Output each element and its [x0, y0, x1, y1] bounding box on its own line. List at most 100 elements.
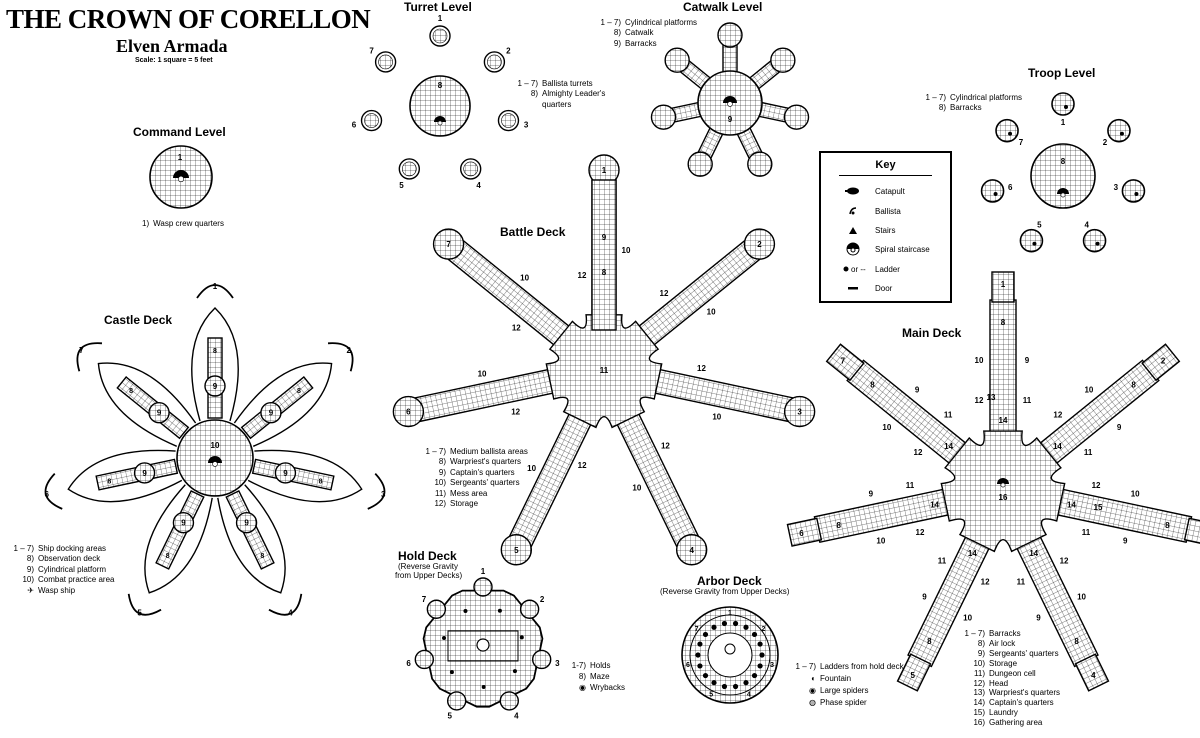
ladder-dot [1134, 191, 1139, 196]
room-number-14: 14 [930, 501, 939, 510]
ladder-dot [1119, 131, 1124, 136]
door-icon [848, 287, 858, 290]
room-number-12: 12 [1092, 481, 1101, 490]
room-number-1: 1 [438, 14, 443, 23]
cylindrical-platform-7 [148, 401, 170, 424]
large-spider-icon [732, 683, 739, 690]
room-number-11: 11 [944, 411, 953, 420]
room-number-10: 10 [527, 464, 536, 473]
room-number-7: 7 [422, 595, 427, 604]
room-number-8: 8 [438, 81, 443, 90]
ladder-dot [449, 670, 454, 675]
catwalk-level-map [650, 22, 810, 177]
key-ladder-alt: or -- [851, 265, 866, 274]
spiral-staircase-core [1000, 482, 1006, 488]
room-number-12: 12 [512, 323, 521, 332]
room-number-10: 10 [876, 537, 885, 546]
cylindrical-platform-1 [204, 375, 226, 397]
room-number-1: 1 [178, 153, 183, 162]
room-number-1: 1 [1001, 280, 1006, 289]
room-number-12: 12 [975, 396, 984, 405]
hold-deck-heading: Hold Deck [398, 549, 457, 563]
command-level-legend: 1)Wasp crew quarters [142, 219, 224, 228]
battle-deck-map [392, 154, 816, 566]
large-spider-icon [697, 641, 703, 647]
ladder-dot [497, 608, 502, 613]
room-number-1: 1 [481, 567, 486, 576]
catwalk-platform-1 [717, 22, 743, 48]
room-number-3: 3 [770, 662, 774, 669]
room-number-3: 3 [381, 490, 386, 499]
catwalk-platform-5 [687, 151, 713, 177]
room-number-15: 15 [1094, 503, 1103, 512]
large-spider-icon [743, 680, 749, 686]
room-number-4: 4 [476, 181, 481, 190]
catwalk-platform-3 [783, 104, 810, 130]
room-number-5: 5 [910, 671, 915, 680]
barracks-1 [991, 271, 1015, 303]
room-number-9: 9 [1025, 356, 1030, 365]
large-spider-icon [732, 620, 739, 627]
arbor-deck-subheading: (Reverse Gravity from Upper Decks) [660, 587, 790, 596]
room-number-11: 11 [938, 556, 947, 565]
room-number-8: 8 [1061, 157, 1066, 166]
room-number-2: 2 [506, 47, 511, 56]
turret-level-map [360, 25, 520, 180]
room-number-2: 2 [346, 346, 351, 355]
room-number-12: 12 [1053, 411, 1062, 420]
room-number-14: 14 [1029, 549, 1038, 558]
key-stairs: Stairs [875, 226, 896, 235]
arbor-garden [707, 632, 753, 678]
hold-4 [499, 691, 520, 711]
cylindrical-platform-6 [133, 462, 156, 484]
room-number-12: 12 [661, 442, 670, 451]
room-number-10: 10 [1077, 592, 1086, 601]
castle-deck-map [44, 284, 386, 616]
barracks-6 [786, 517, 823, 547]
catwalk-level-legend: 1 – 7)Cylindrical platforms 8)Catwalk 9)… [600, 18, 698, 48]
room-number-6: 6 [686, 662, 690, 669]
hold-7 [426, 599, 447, 619]
castle-deck-legend: 1 – 7)Ship docking areas 8)Observation d… [6, 544, 115, 596]
catwalk-platform-4 [747, 151, 773, 177]
room-number-6: 6 [799, 529, 804, 538]
cylindrical-platform-5 [172, 512, 195, 534]
ballista-area-4 [675, 534, 708, 566]
room-number-7: 7 [446, 240, 451, 249]
room-number-3: 3 [797, 408, 802, 417]
room-number-12: 12 [914, 448, 923, 457]
spiral-staircase-icon [208, 456, 222, 463]
ladder-dot [1064, 105, 1068, 109]
key-door: Door [875, 284, 893, 293]
map-subtitle: Elven Armada [116, 36, 228, 56]
command-level-heading: Command Level [133, 125, 226, 139]
room-number-14: 14 [1067, 501, 1076, 510]
room-number-6: 6 [352, 120, 357, 129]
large-spider-icon [751, 631, 758, 638]
key-spiral-staircase: Spiral staircase [875, 245, 930, 254]
room-number-14: 14 [968, 549, 977, 558]
turret-level-heading: Turret Level [404, 0, 472, 14]
room-number-10: 10 [632, 483, 641, 492]
troop-level-map [980, 92, 1146, 253]
large-spider-icon [721, 620, 728, 627]
hold-1 [473, 577, 493, 597]
ballista-area-7 [432, 228, 465, 260]
catapult-icon [845, 187, 859, 195]
room-number-10: 10 [975, 356, 984, 365]
key-ballista: Ballista [875, 207, 901, 216]
room-number-9: 9 [269, 409, 274, 418]
room-number-11: 11 [1084, 448, 1093, 457]
troop-platform-5 [1019, 228, 1044, 253]
troop-platform-4 [1082, 228, 1107, 253]
room-number-8: 8 [107, 478, 111, 485]
fountain-icon [724, 643, 736, 655]
arbor-deck-map [681, 606, 779, 704]
ballista-area-2 [743, 228, 776, 260]
large-spider-icon [743, 624, 749, 630]
large-spider-icon [695, 652, 701, 658]
spiral-staircase-icon [723, 96, 737, 103]
room-number-8: 8 [319, 478, 323, 485]
ballista-turret-grid [402, 161, 417, 177]
